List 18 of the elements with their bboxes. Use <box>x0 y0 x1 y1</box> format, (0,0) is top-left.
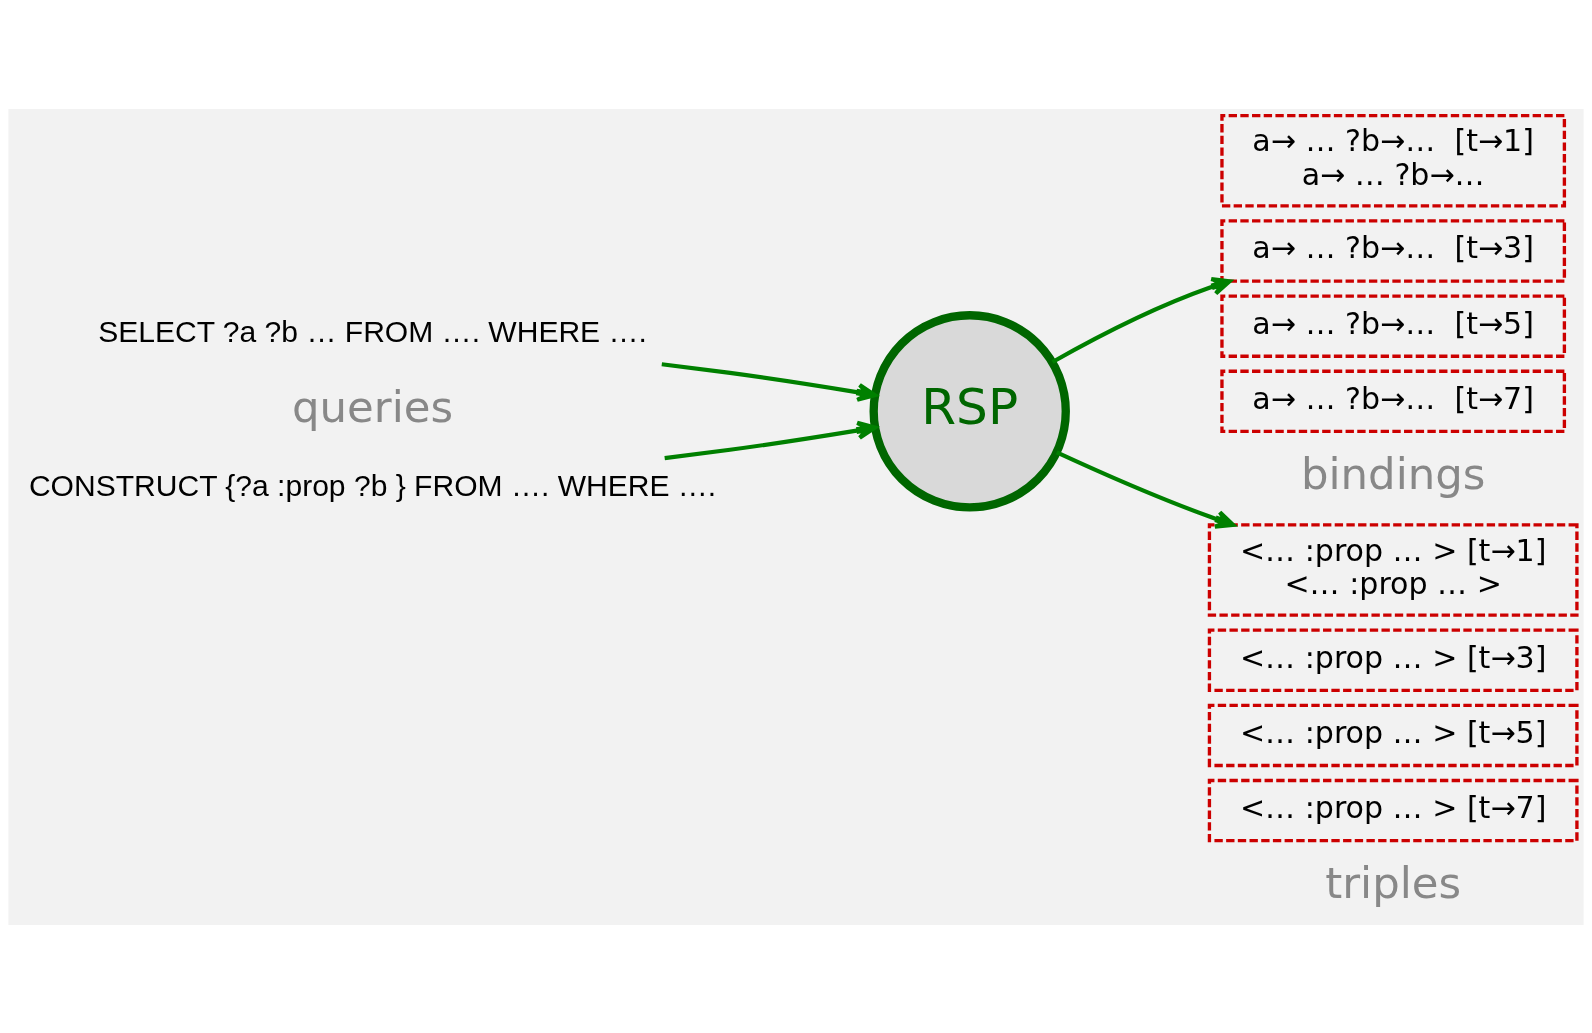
arrow <box>1051 276 1232 364</box>
node-text: CONSTRUCT {?a :prop ?b } FROM …. WHERE …. <box>28 468 717 502</box>
node-box: <… :prop … > [t→7] <box>1207 778 1579 842</box>
label: bindings <box>1300 448 1486 499</box>
node-text: SELECT ?a ?b … FROM …. WHERE …. <box>98 314 647 348</box>
arrow <box>661 361 878 402</box>
label: queries <box>292 381 454 432</box>
node-box: <… :prop … > [t→3] <box>1207 628 1579 692</box>
node-box: a→ … ?b→… [t→1] a→ … ?b→… <box>1220 113 1567 208</box>
label: triples <box>1325 857 1462 908</box>
node-circle: RSP <box>869 310 1070 512</box>
arrow <box>664 420 878 460</box>
arrow <box>1055 449 1236 529</box>
node-box: <… :prop … > [t→1] <… :prop … > <box>1207 522 1579 617</box>
node-box: <… :prop … > [t→5] <box>1207 703 1579 767</box>
node-box: a→ … ?b→… [t→7] <box>1220 369 1567 433</box>
node-box: a→ … ?b→… [t→5] <box>1220 293 1567 358</box>
node-box: a→ … ?b→… [t→3] <box>1220 218 1567 283</box>
